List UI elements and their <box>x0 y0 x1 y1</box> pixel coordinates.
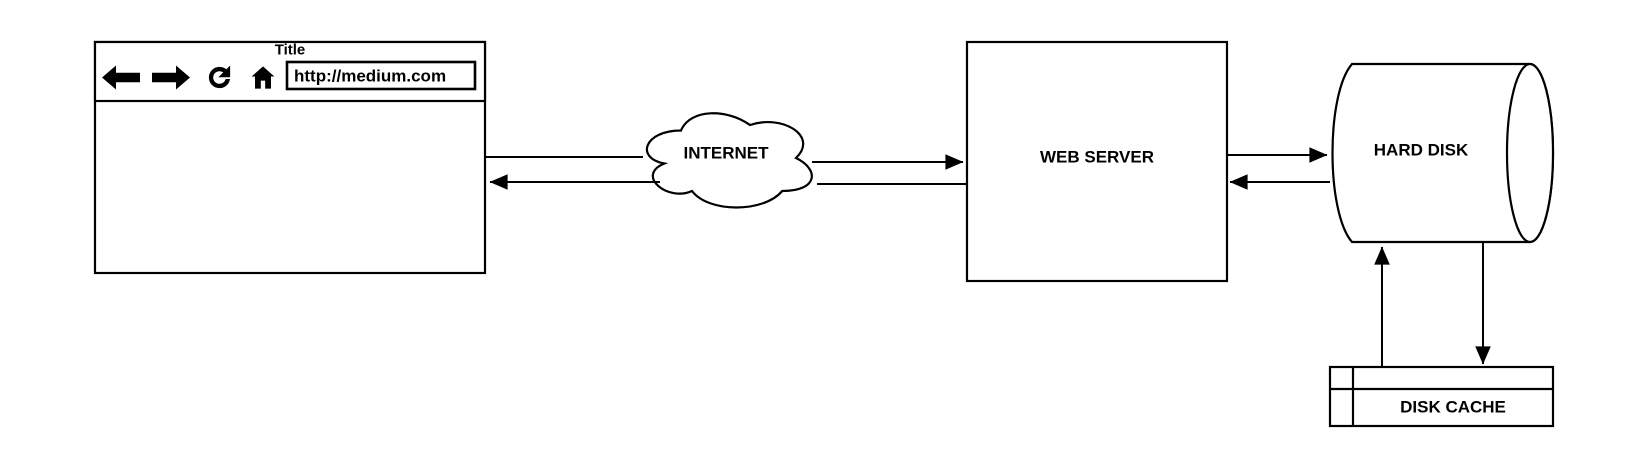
internet-cloud <box>645 112 813 209</box>
url-text: http://medium.com <box>294 66 447 86</box>
browser-window <box>93 40 487 275</box>
hard-disk-end-cap <box>1505 62 1555 244</box>
back-icon <box>102 65 140 90</box>
disk-cache-box <box>1328 365 1555 428</box>
browser-title: Title <box>274 41 306 59</box>
web-server-label: WEB SERVER <box>1040 147 1154 167</box>
refresh-icon <box>208 65 231 89</box>
hard-disk-label: HARD DISK <box>1373 140 1469 160</box>
hard-disk-cylinder <box>1331 62 1555 244</box>
internet-label: INTERNET <box>683 143 769 163</box>
forward-icon <box>152 65 190 90</box>
url-field <box>285 60 477 91</box>
web-server-box <box>965 40 1229 283</box>
disk-cache-outline <box>1328 365 1555 428</box>
home-icon <box>251 66 275 89</box>
disk-cache-label: DISK CACHE <box>1400 397 1506 417</box>
